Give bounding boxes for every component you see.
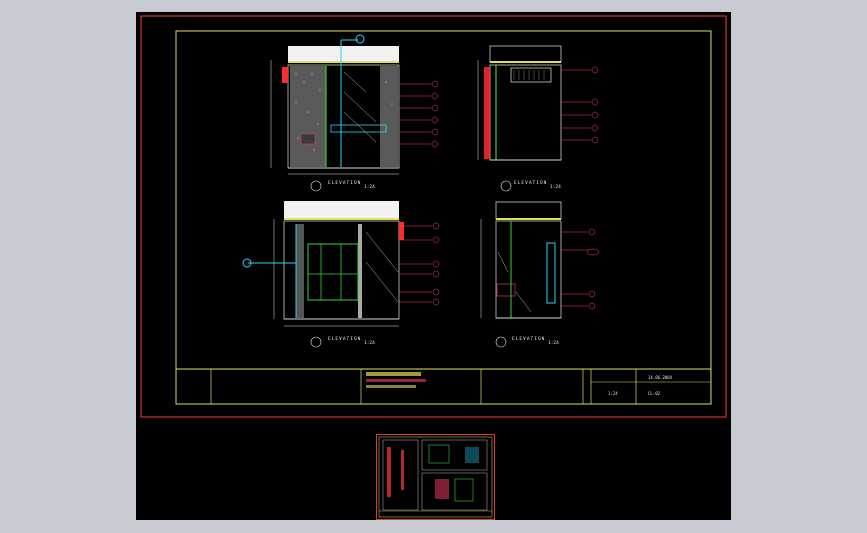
elevation-scale: 1:24	[548, 340, 559, 346]
elevation-caption-1: ELEVATION 1:24	[328, 180, 375, 190]
elevation-scale: 1:24	[550, 184, 561, 190]
elevation-label: ELEVATION	[512, 336, 545, 342]
thumbnail-sheet[interactable]	[376, 434, 495, 520]
sheet-outer-border	[140, 15, 727, 418]
title-block-scale: 1:24	[608, 391, 618, 396]
elevation-3-drawing	[242, 201, 440, 348]
elevation-4-drawing	[480, 201, 600, 348]
elevation-caption-2: ELEVATION 1:24	[514, 180, 561, 190]
elevation-2-drawing	[477, 45, 599, 192]
main-drawing-sheet: ELEVATION 1:24 ELEVATION 1:24 ELEVATION …	[140, 15, 727, 418]
elevation-1-drawing	[270, 34, 439, 192]
elevation-caption-4: ELEVATION 1:24	[512, 336, 559, 346]
elevation-label: ELEVATION	[328, 180, 361, 186]
elevation-caption-3: ELEVATION 1:24	[328, 336, 375, 346]
elevation-scale: 1:24	[364, 184, 375, 190]
elevation-label: ELEVATION	[328, 336, 361, 342]
sheet-inner-frame	[175, 30, 712, 405]
title-block-sheet-id: CL-02	[648, 391, 661, 396]
title-block: 1:24 14.06.2004 CL-02	[210, 369, 711, 404]
drawing-viewport[interactable]: ELEVATION 1:24 ELEVATION 1:24 ELEVATION …	[136, 12, 731, 520]
elevation-scale: 1:24	[364, 340, 375, 346]
elevation-label: ELEVATION	[514, 180, 547, 186]
title-block-date: 14.06.2004	[648, 375, 673, 380]
